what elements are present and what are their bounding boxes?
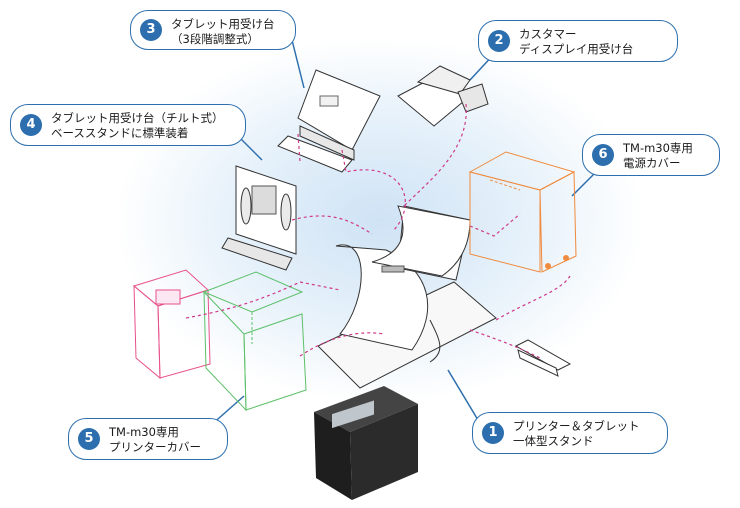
connector-line xyxy=(291,215,373,235)
callout-printer-tablet-stand: 1 プリンター＆タブレット 一体型スタンド xyxy=(472,412,668,454)
callout-label-line: （3段階調整式） xyxy=(171,32,259,46)
printer-tablet-stand xyxy=(317,205,497,389)
leader-line-3 xyxy=(291,39,305,89)
callout-label-line: プリンターカバー xyxy=(109,440,201,454)
callout-label-line: TM-m30専用 xyxy=(109,425,179,439)
leader-line-1 xyxy=(447,369,479,421)
callout-label-line: タブレット用受け台 xyxy=(171,17,275,31)
connector-line xyxy=(469,329,541,359)
tablet-cradle-tilt xyxy=(221,165,297,271)
connector-line xyxy=(299,332,385,357)
callout-number-badge: 5 xyxy=(78,428,100,450)
customer-display-cradle xyxy=(397,65,489,127)
callout-label-line: 一体型スタンド xyxy=(513,434,594,448)
connector-line xyxy=(495,275,571,321)
callout-number-badge: 1 xyxy=(482,422,504,444)
callout-label-line: ディスプレイ用受け台 xyxy=(519,42,634,56)
callout-number-badge: 4 xyxy=(20,114,42,136)
callout-label-line: タブレット用受け台（チルト式） xyxy=(51,111,224,125)
callout-label-line: カスタマー xyxy=(519,27,577,41)
connector-line xyxy=(297,133,301,163)
connector-line xyxy=(185,281,341,319)
connector-line xyxy=(403,103,467,207)
callout-label-line: プリンター＆タブレット xyxy=(513,419,640,433)
tablet-cradle-3step xyxy=(277,69,381,173)
callout-customer-display-cradle: 2 カスタマー ディスプレイ用受け台 xyxy=(478,20,678,62)
callout-label-line: 電源カバー xyxy=(623,156,681,170)
connector-line xyxy=(469,213,521,237)
printer-cover xyxy=(132,269,307,412)
printer-body xyxy=(314,386,418,500)
callout-power-cover: 6 TM-m30専用 電源カバー xyxy=(582,134,720,176)
callout-label-line: TM-m30専用 xyxy=(623,141,693,155)
connector-line xyxy=(341,149,406,231)
callout-label-line: ベーススタンドに標準装着 xyxy=(51,126,189,140)
callout-printer-cover: 5 TM-m30専用 プリンターカバー xyxy=(68,418,228,460)
power-cover xyxy=(468,151,577,273)
callout-tablet-cradle-tilt: 4 タブレット用受け台（チルト式） ベーススタンドに標準装着 xyxy=(10,104,246,146)
bracket-part xyxy=(514,339,572,377)
callout-tablet-cradle-3step: 3 タブレット用受け台 （3段階調整式） xyxy=(130,10,296,50)
callout-number-badge: 3 xyxy=(140,19,162,41)
callout-number-badge: 6 xyxy=(592,144,614,166)
callout-number-badge: 2 xyxy=(488,30,510,52)
